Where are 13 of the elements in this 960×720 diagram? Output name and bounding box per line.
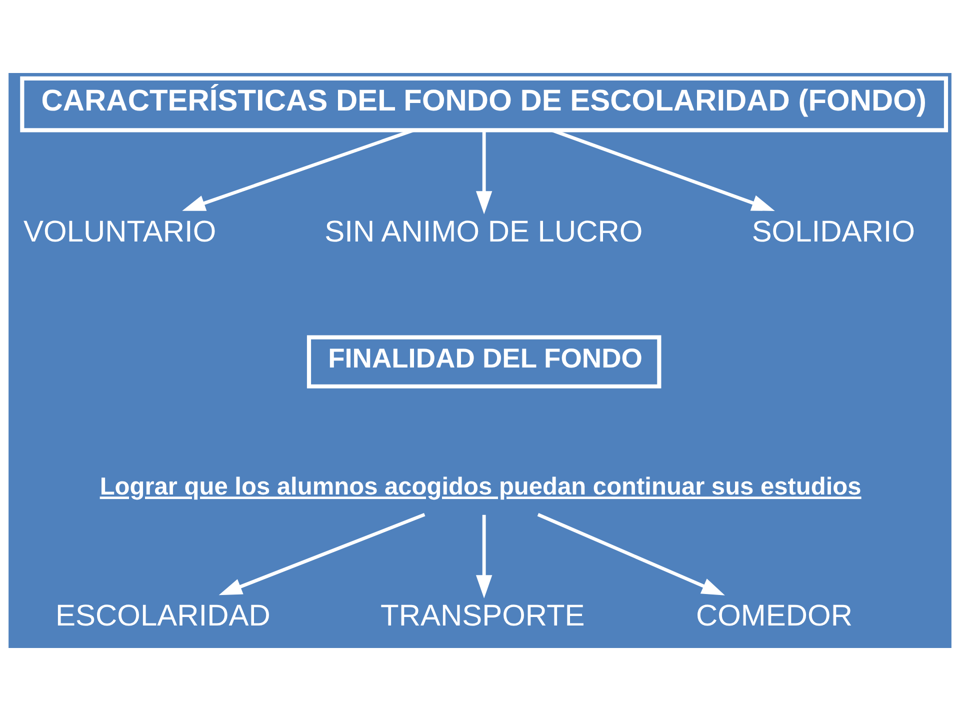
arrow: [537, 512, 725, 595]
node-text: TRANSPORTE: [380, 599, 585, 632]
arrow: [476, 130, 492, 214]
arrow: [218, 512, 426, 595]
node-box: CARACTERÍSTICAS DEL FONDO DE ESCOLARIDAD (FONDO): [20, 76, 948, 132]
node-box: FINALIDAD DEL FONDO: [306, 334, 662, 388]
node-text: Lograr que los alumnos acogidos puedan continuar sus estudios: [100, 473, 862, 500]
node-text: VOLUNTARIO: [24, 214, 216, 248]
node-text: ESCOLARIDAD: [56, 599, 270, 632]
node-text: SIN ANIMO DE LUCRO: [324, 214, 643, 248]
node-text: COMEDOR: [696, 599, 852, 632]
arrow: [476, 514, 492, 598]
node-text: SOLIDARIO: [752, 214, 916, 248]
